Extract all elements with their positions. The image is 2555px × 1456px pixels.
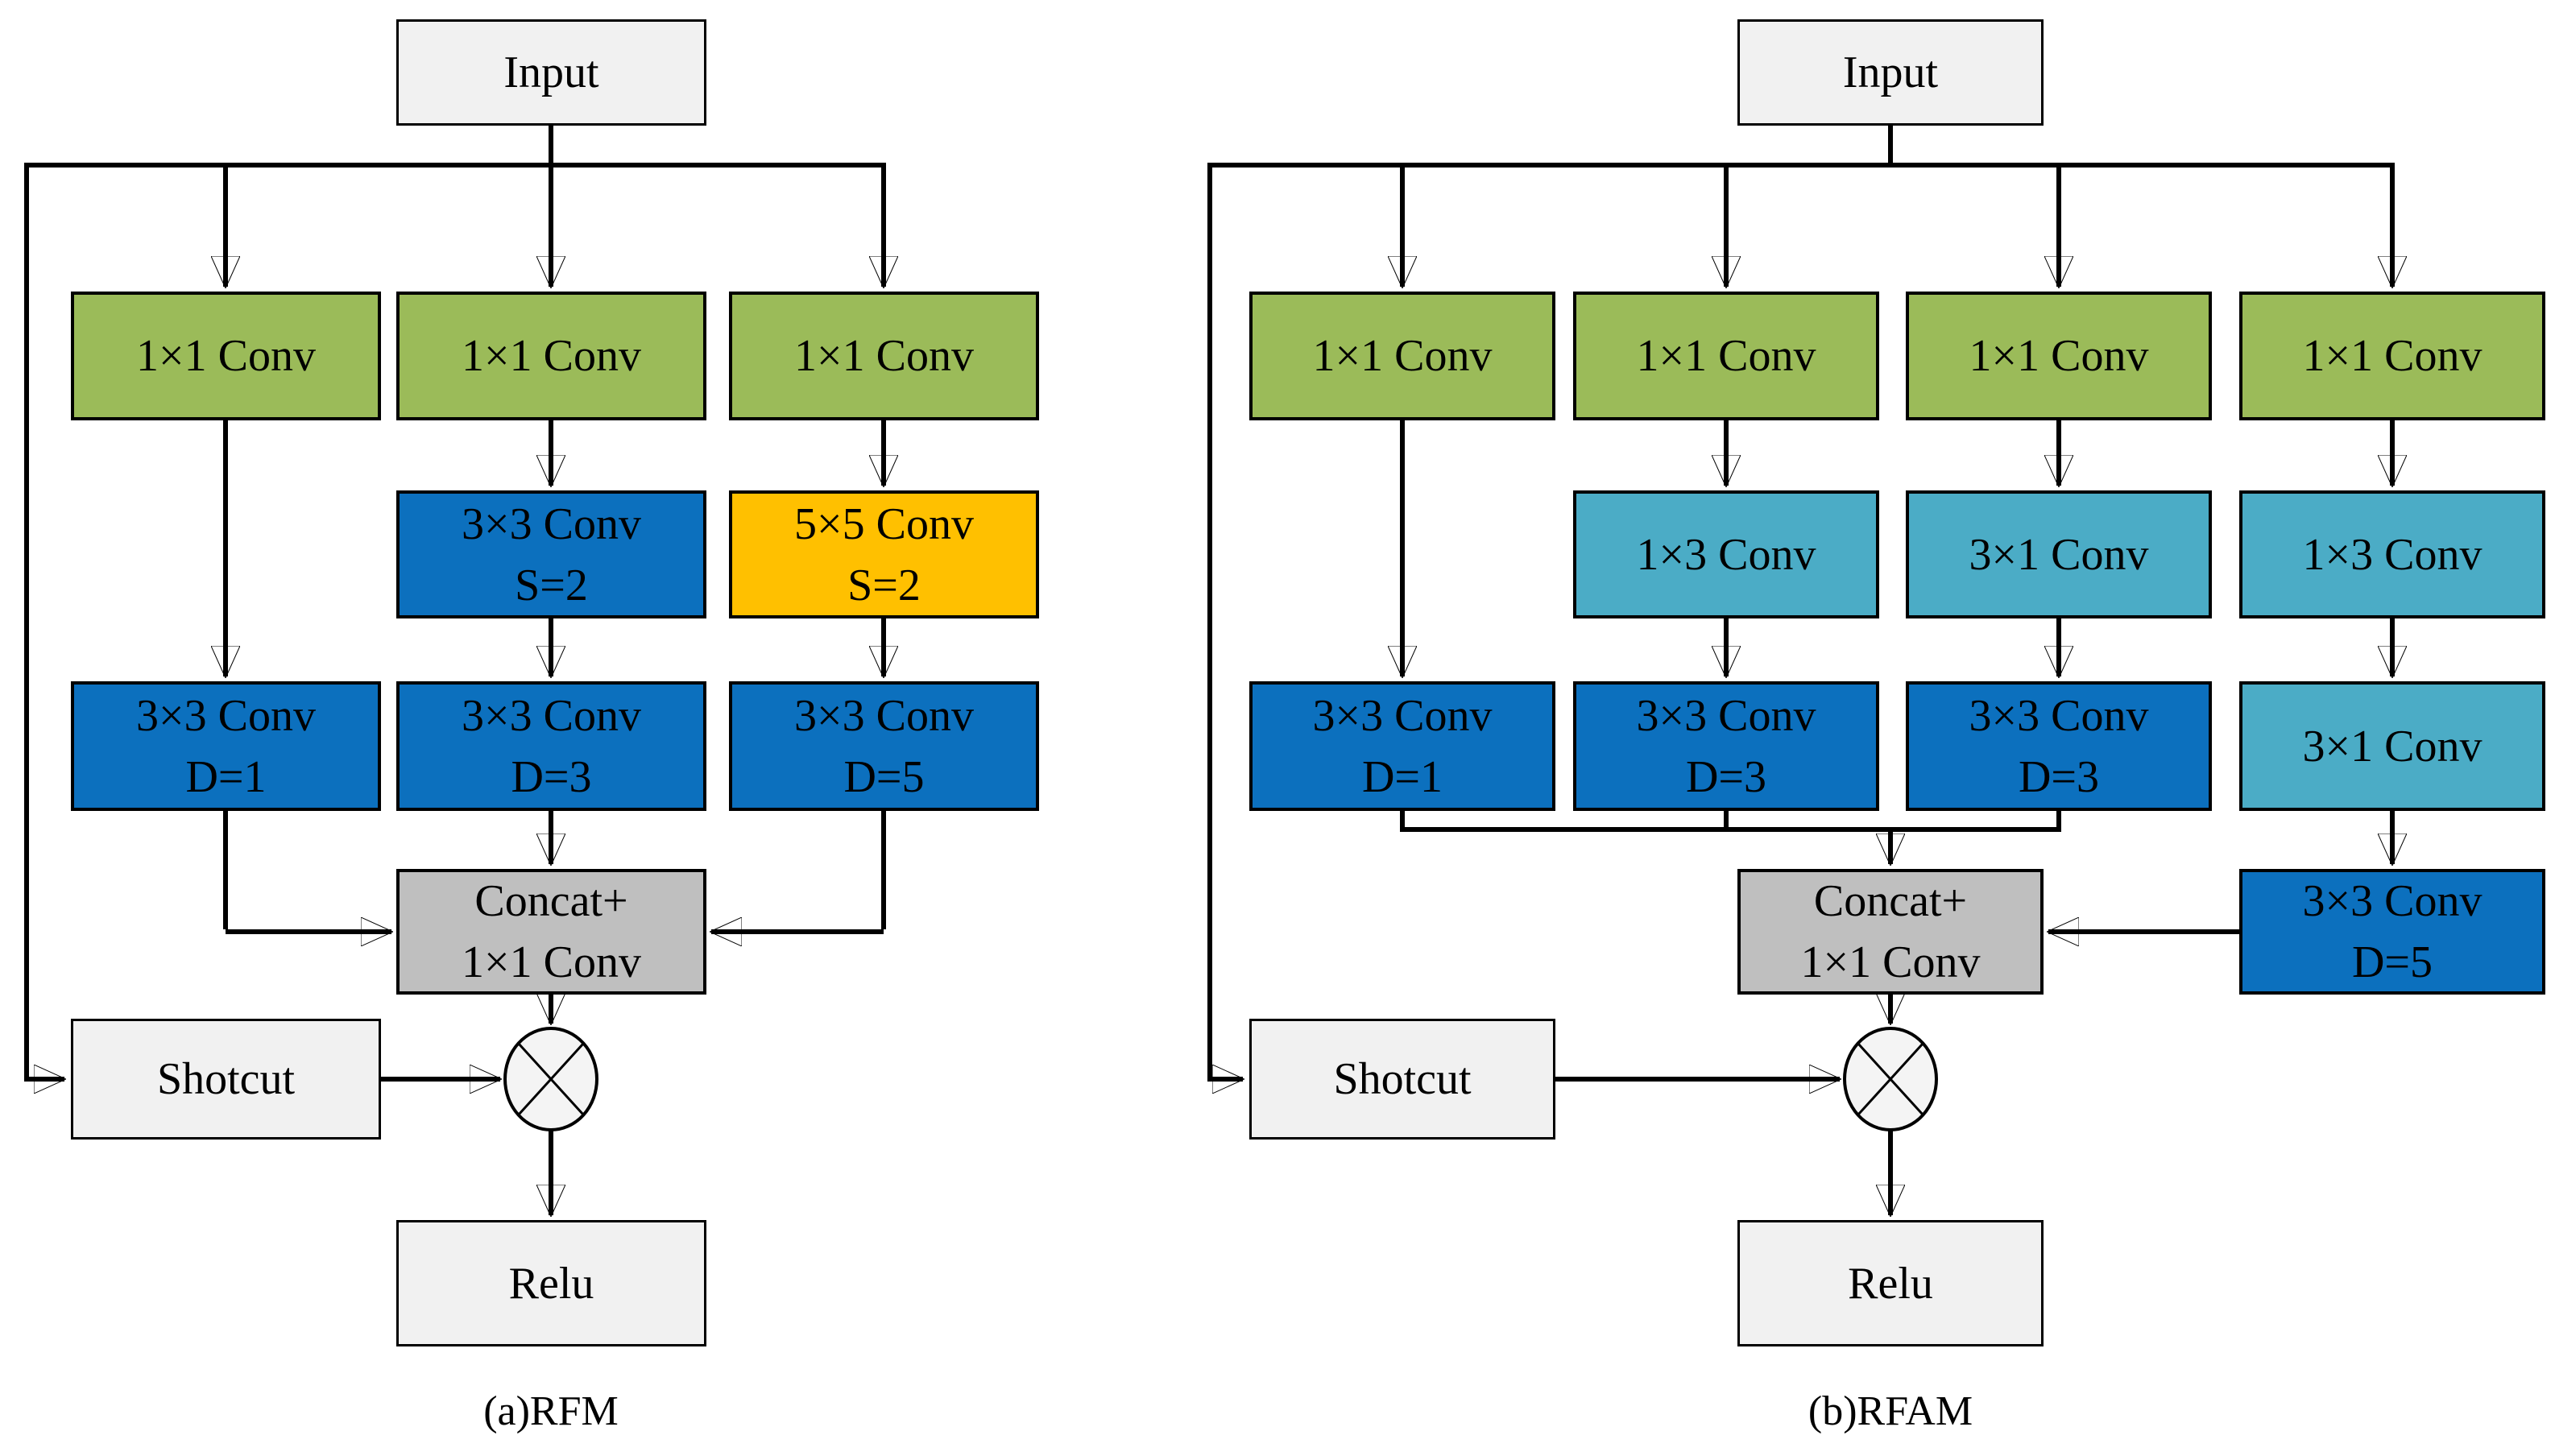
node-shotcut-b: Shotcut	[1249, 1019, 1555, 1140]
node-label: 1×1 Conv	[136, 331, 316, 381]
node-label: 3×3 Conv	[1636, 690, 1816, 741]
node-label: 1×1 Conv	[1312, 331, 1493, 381]
node-conv1x3-b-col4: 1×3 Conv	[2239, 490, 2545, 618]
node-conv3x1-b-col3: 3×1 Conv	[1906, 490, 2212, 618]
caption-rfm: (a)RFM	[483, 1388, 619, 1434]
node-label: S=2	[515, 560, 588, 610]
node-label: 1×3 Conv	[2302, 529, 2483, 580]
node-shotcut-a: Shotcut	[71, 1019, 381, 1140]
node-label: 3×3 Conv	[2302, 876, 2483, 926]
node-label: Input	[503, 48, 599, 97]
node-label: 3×3 Conv	[1969, 690, 2149, 741]
connectors-rfam	[1207, 126, 2392, 1215]
node-label: Shotcut	[1333, 1054, 1472, 1104]
node-label: Concat+	[474, 876, 628, 926]
node-conv1x1-b-col3: 1×1 Conv	[1906, 292, 2212, 420]
node-label: 1×1 Conv	[1969, 331, 2149, 381]
node-conv1x1-b-col4: 1×1 Conv	[2239, 292, 2545, 420]
node-label: 3×1 Conv	[1969, 529, 2149, 580]
node-label: D=5	[843, 751, 925, 802]
node-label: D=5	[2351, 937, 2433, 987]
node-conv3x3-d1-b: 3×3 Conv D=1	[1249, 681, 1555, 811]
node-label: Shotcut	[156, 1054, 296, 1104]
node-conv1x1-b-col2: 1×1 Conv	[1573, 292, 1879, 420]
node-concat-a: Concat+ 1×1 Conv	[396, 869, 706, 995]
caption-rfam: (b)RFAM	[1808, 1388, 1973, 1434]
connectors-rfm	[24, 126, 884, 1215]
node-label: 5×5 Conv	[794, 498, 974, 549]
node-conv3x3-d3-b-col3: 3×3 Conv D=3	[1906, 681, 2212, 811]
node-conv3x3-d5-a: 3×3 Conv D=5	[729, 681, 1039, 811]
node-conv3x3-d3-b-col2: 3×3 Conv D=3	[1573, 681, 1879, 811]
node-label: Concat+	[1813, 876, 1968, 926]
node-label: 1×1 Conv	[462, 331, 641, 381]
node-label: 3×1 Conv	[2302, 721, 2483, 771]
multiply-icon	[503, 1027, 598, 1131]
node-conv3x3-d3-a: 3×3 Conv D=3	[396, 681, 706, 811]
node-label: Relu	[1848, 1258, 1933, 1309]
node-label: 3×3 Conv	[462, 690, 641, 741]
node-label: Input	[1842, 48, 1939, 97]
node-label: Relu	[508, 1258, 594, 1309]
node-label: 3×3 Conv	[136, 690, 316, 741]
node-label: D=3	[511, 751, 592, 802]
node-label: 3×3 Conv	[1312, 690, 1493, 741]
node-relu-a: Relu	[396, 1220, 706, 1346]
multiply-icon	[1843, 1027, 1938, 1131]
node-label: 1×1 Conv	[462, 937, 641, 987]
node-label: D=3	[2018, 751, 2100, 802]
node-label: 3×3 Conv	[462, 498, 641, 549]
node-conv3x3-d1-a: 3×3 Conv D=1	[71, 681, 381, 811]
node-concat-b: Concat+ 1×1 Conv	[1737, 869, 2044, 995]
node-label: 1×1 Conv	[1636, 331, 1816, 381]
node-conv1x1-a-col2: 1×1 Conv	[396, 292, 706, 420]
node-relu-b: Relu	[1737, 1220, 2044, 1346]
node-conv1x1-a-col3: 1×1 Conv	[729, 292, 1039, 420]
node-label: S=2	[847, 560, 921, 610]
node-label: D=3	[1685, 751, 1767, 802]
node-conv3x3-d5-b: 3×3 Conv D=5	[2239, 869, 2545, 995]
node-conv1x1-a-col1: 1×1 Conv	[71, 292, 381, 420]
node-conv1x3-b-col2: 1×3 Conv	[1573, 490, 1879, 618]
node-label: D=1	[185, 751, 267, 802]
node-conv5x5-s2-a: 5×5 Conv S=2	[729, 490, 1039, 618]
node-input-a: Input	[396, 19, 706, 126]
node-label: 1×3 Conv	[1636, 529, 1816, 580]
node-label: D=1	[1361, 751, 1443, 802]
node-input-b: Input	[1737, 19, 2044, 126]
node-label: 1×1 Conv	[2302, 331, 2483, 381]
node-conv1x1-b-col1: 1×1 Conv	[1249, 292, 1555, 420]
node-label: 3×3 Conv	[794, 690, 974, 741]
node-label: 1×1 Conv	[1800, 937, 1981, 987]
node-conv3x1-b-col4-row3: 3×1 Conv	[2239, 681, 2545, 811]
node-label: 1×1 Conv	[794, 331, 974, 381]
node-conv3x3-s2-a: 3×3 Conv S=2	[396, 490, 706, 618]
